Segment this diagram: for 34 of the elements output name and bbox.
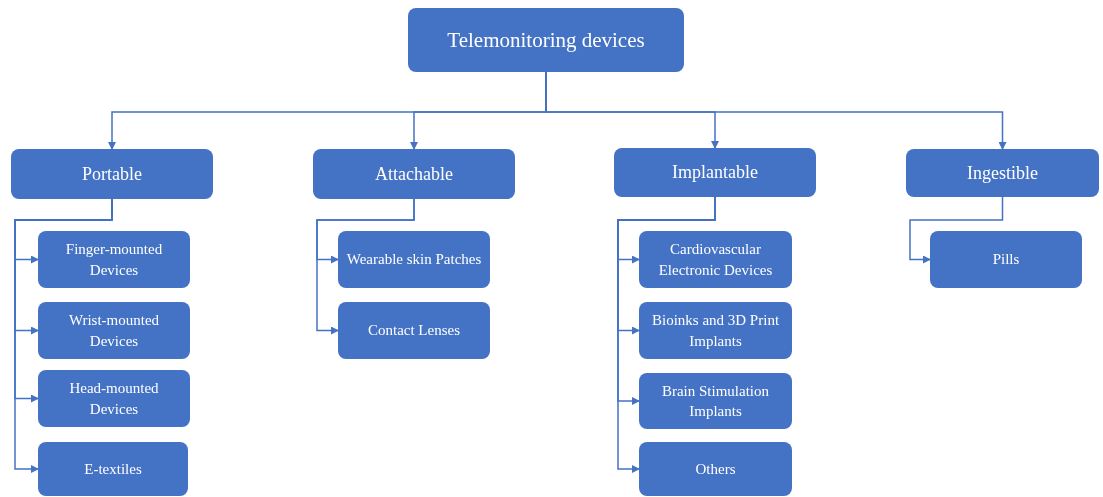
node-label: Bioinks and 3D Print Implants (650, 311, 781, 351)
node-label: Implantable (672, 161, 758, 185)
category-box (313, 149, 515, 199)
device-box (639, 231, 792, 288)
node-label: Head-mounted Devices (68, 379, 160, 419)
device-box (338, 302, 490, 359)
device-box (38, 302, 190, 359)
node-label: Ingestible (967, 161, 1038, 185)
device-box (38, 231, 190, 288)
node-label: Others (695, 459, 736, 479)
category-box (614, 148, 816, 197)
node-label: Wearable skin Patches (346, 250, 482, 270)
connector-arrow (909, 196, 1004, 264)
category-box (11, 149, 213, 199)
node-label: E-textiles (84, 459, 142, 479)
node-label: Attachable (375, 162, 453, 186)
node-label: Portable (82, 162, 142, 186)
device-box (639, 373, 792, 429)
node-label: Cardiovascular Electronic Devices (657, 240, 774, 280)
root-box (408, 8, 684, 72)
node-label: Pills (992, 250, 1020, 270)
connector-arrow (316, 198, 415, 335)
node-label: Wrist-mounted Devices (67, 311, 161, 351)
device-box (338, 231, 490, 288)
device-box (639, 442, 792, 496)
node-label: Brain Stimulation Implants (660, 381, 771, 421)
device-box (930, 231, 1082, 288)
device-box (639, 302, 792, 359)
device-box (38, 442, 188, 496)
node-label: Contact Lenses (367, 321, 461, 341)
category-box (906, 149, 1099, 197)
node-label: Telemonitoring devices (447, 26, 645, 54)
node-label: Finger-mounted Devices (64, 240, 164, 280)
device-box (38, 370, 190, 427)
